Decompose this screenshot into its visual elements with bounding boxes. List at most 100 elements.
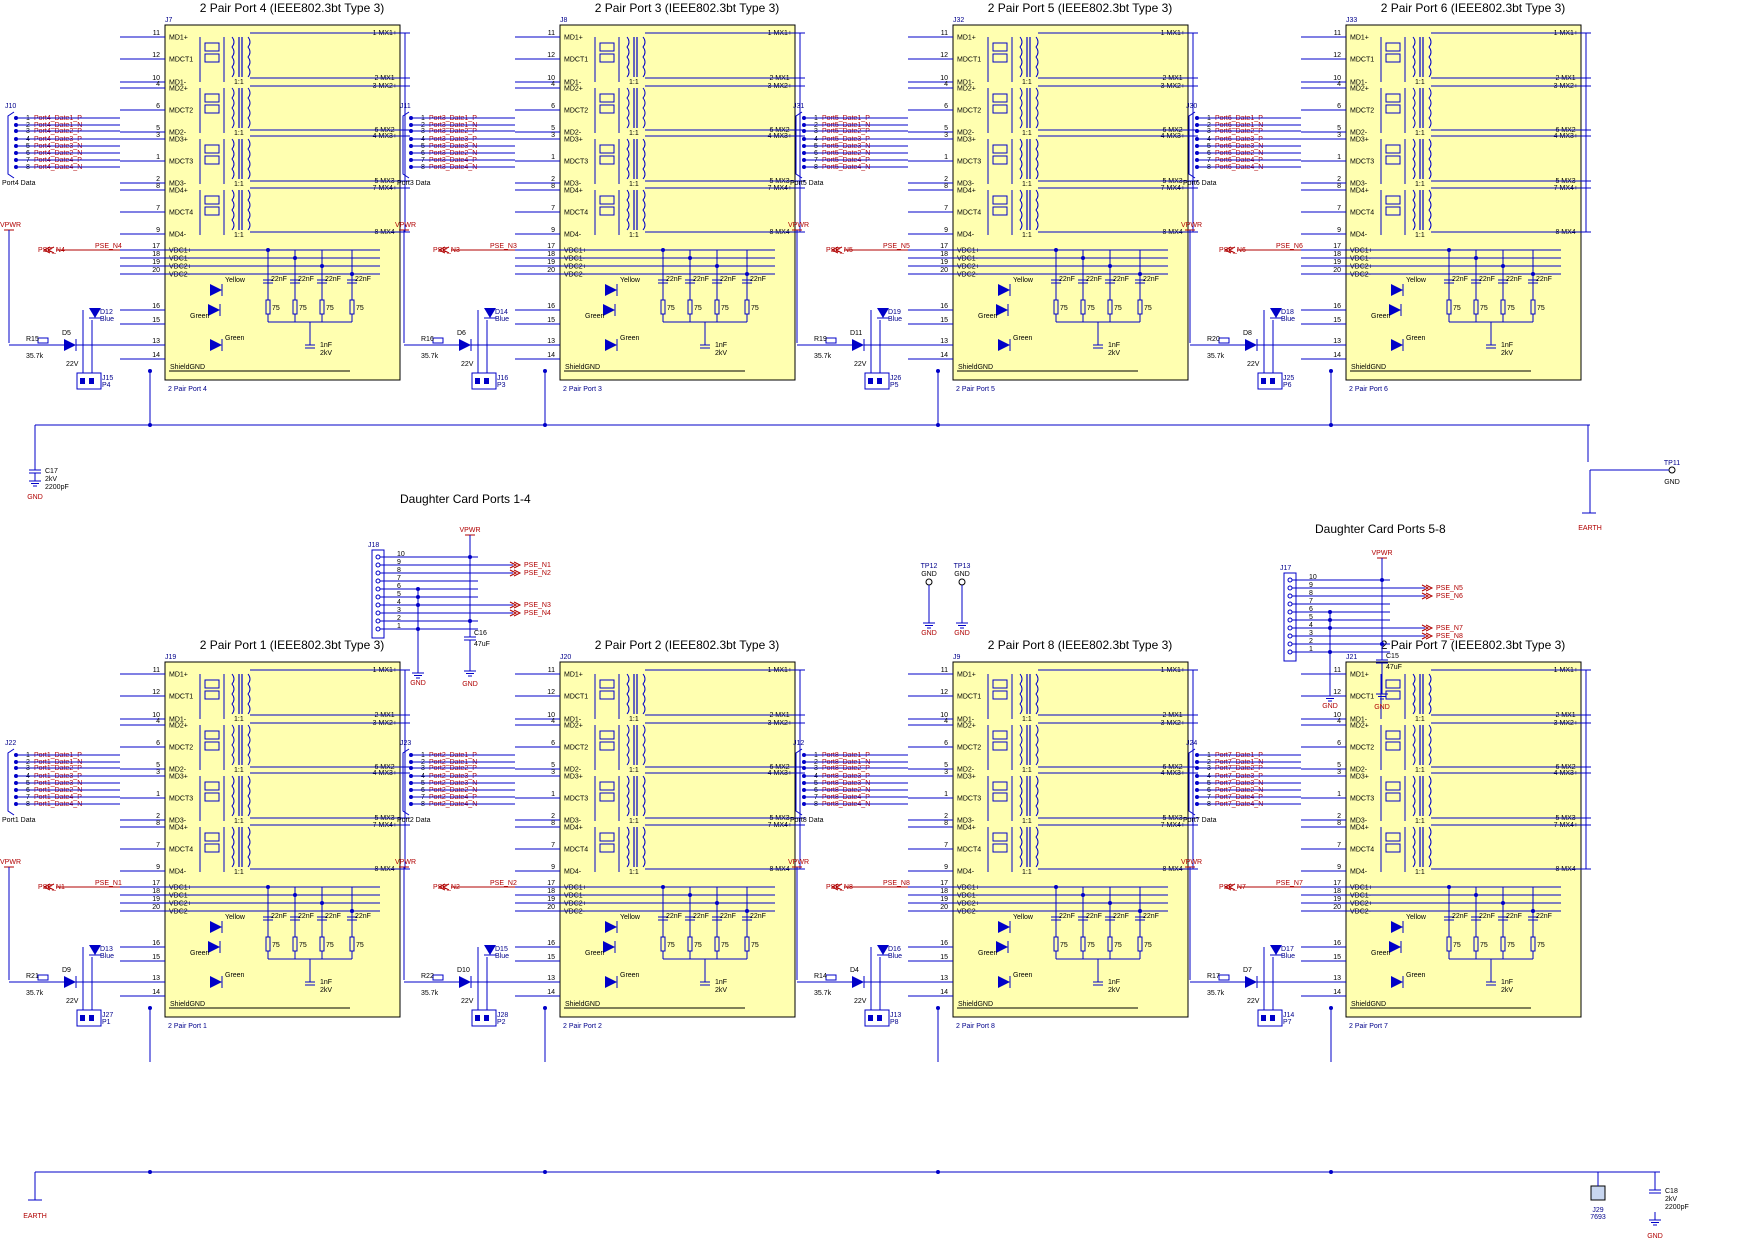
module-ref: J19 bbox=[165, 654, 176, 661]
choke-core bbox=[992, 144, 1008, 154]
choke-core bbox=[599, 53, 615, 63]
pin-number: 18 bbox=[1333, 251, 1341, 258]
choke-core bbox=[992, 741, 1008, 751]
bias-resistor-value: 35.7k bbox=[1207, 353, 1225, 360]
led-header bbox=[471, 1009, 497, 1027]
transformer-winding bbox=[231, 724, 235, 766]
led-body bbox=[210, 339, 222, 351]
junction-dot bbox=[1447, 885, 1451, 889]
termination-cap: 22nF bbox=[1059, 276, 1075, 283]
transformer-winding bbox=[247, 87, 251, 129]
pin-name: MDCT1 bbox=[957, 694, 981, 701]
hv-cap-value: 1nF bbox=[1108, 342, 1120, 349]
header-pin bbox=[1287, 625, 1293, 631]
pin-name: MD2+ bbox=[564, 723, 583, 730]
net-arrow bbox=[830, 246, 839, 254]
transformer-winding bbox=[626, 36, 630, 78]
led-body bbox=[1391, 284, 1403, 296]
transformer-winding bbox=[626, 826, 630, 868]
led-green-label-2: Green bbox=[620, 972, 640, 979]
pin-name: VDC2+ bbox=[1350, 264, 1373, 271]
termination-resistor-value: 75 bbox=[751, 305, 759, 312]
transformer-winding bbox=[1428, 826, 1432, 868]
connector-pin bbox=[802, 144, 806, 148]
pin-number: 12 bbox=[940, 52, 948, 59]
junction-dot bbox=[543, 1006, 547, 1010]
pin-number: 18 bbox=[547, 251, 555, 258]
connector-pin bbox=[1195, 158, 1199, 162]
junction-dot bbox=[1474, 893, 1478, 897]
transformer-winding bbox=[1035, 87, 1039, 129]
choke-core bbox=[992, 690, 1008, 700]
transformer-winding bbox=[231, 87, 235, 129]
bias-resistor bbox=[37, 337, 49, 344]
net-arrow bbox=[834, 883, 843, 891]
diode-body bbox=[89, 945, 101, 955]
pin-name: MDCT2 bbox=[1350, 108, 1374, 115]
choke-core bbox=[204, 832, 220, 842]
pin-number: 4 bbox=[944, 718, 948, 725]
hv-cap-rating: 2kV bbox=[1108, 350, 1120, 357]
header-pin bbox=[375, 554, 381, 560]
transformer-winding bbox=[1019, 724, 1023, 766]
led-header-pin bbox=[877, 378, 882, 384]
pin-name: MD3+ bbox=[564, 137, 583, 144]
magnetics-module-body bbox=[952, 24, 1189, 381]
hv-cap-value: 1nF bbox=[715, 342, 727, 349]
pin-name: MD4+ bbox=[564, 188, 583, 195]
led-header-pin bbox=[868, 378, 873, 384]
pin-number: 12 bbox=[152, 689, 160, 696]
transformer-ratio: 1:1 bbox=[629, 79, 639, 86]
transformer-winding bbox=[642, 189, 646, 231]
led-header-pin bbox=[1261, 1015, 1266, 1021]
pin-name: MD3+ bbox=[169, 137, 188, 144]
transformer-winding bbox=[1035, 673, 1039, 715]
data-connector-ref: J24 bbox=[1186, 740, 1197, 747]
test-point bbox=[958, 578, 966, 586]
pin-name: MDCT1 bbox=[1350, 57, 1374, 64]
termination-resistor-value: 75 bbox=[1537, 305, 1545, 312]
pin-number: 18 bbox=[152, 888, 160, 895]
pin-number: 12 bbox=[152, 52, 160, 59]
pin-number: 9 bbox=[944, 864, 948, 871]
connector-pin bbox=[1195, 760, 1199, 764]
led-header-pin bbox=[484, 378, 489, 384]
led-header-ref: J16 bbox=[497, 375, 508, 382]
pin-name: VDC1+ bbox=[564, 248, 587, 255]
pin-number: 6 bbox=[551, 740, 555, 747]
transformer-ratio: 1:1 bbox=[1415, 181, 1425, 188]
pin-name: MD4+ bbox=[957, 188, 976, 195]
junction-dot bbox=[661, 248, 665, 252]
led-green-label: Green bbox=[585, 313, 605, 320]
transformer-winding bbox=[1428, 36, 1432, 78]
pin-number: 16 bbox=[547, 303, 555, 310]
led-body bbox=[1245, 976, 1257, 988]
daughter-pse-net: PSE_N1 bbox=[524, 562, 551, 569]
connector-pin bbox=[802, 158, 806, 162]
transformer-winding bbox=[231, 36, 235, 78]
shield-gnd-label: ShieldGND bbox=[170, 1001, 205, 1008]
choke-core bbox=[204, 741, 220, 751]
c18-rating: 2kV bbox=[1665, 1196, 1677, 1203]
bulk-cap-value: 47uF bbox=[474, 641, 490, 648]
transformer-winding bbox=[247, 138, 251, 180]
led-header-pin bbox=[1270, 1015, 1275, 1021]
connector-pin bbox=[1195, 123, 1199, 127]
net-arrow bbox=[42, 883, 51, 891]
led-body bbox=[996, 941, 1008, 953]
choke-core bbox=[599, 843, 615, 853]
net-arrow bbox=[509, 609, 518, 617]
junction-dot bbox=[1531, 272, 1535, 276]
j29-ref: J29 bbox=[1592, 1207, 1603, 1214]
led-header-pin bbox=[1261, 378, 1266, 384]
pin-number: 1 bbox=[1337, 154, 1341, 161]
pin-number: 19 bbox=[1333, 259, 1341, 266]
data-connector-shell bbox=[1188, 111, 1196, 179]
pin-name: VDC1- bbox=[957, 893, 979, 900]
hv-cap-rating: 2kV bbox=[1501, 987, 1513, 994]
connector-pin bbox=[409, 795, 413, 799]
pin-number: 2 bbox=[944, 176, 948, 183]
connector-pin bbox=[1195, 144, 1199, 148]
transformer-winding bbox=[626, 724, 630, 766]
